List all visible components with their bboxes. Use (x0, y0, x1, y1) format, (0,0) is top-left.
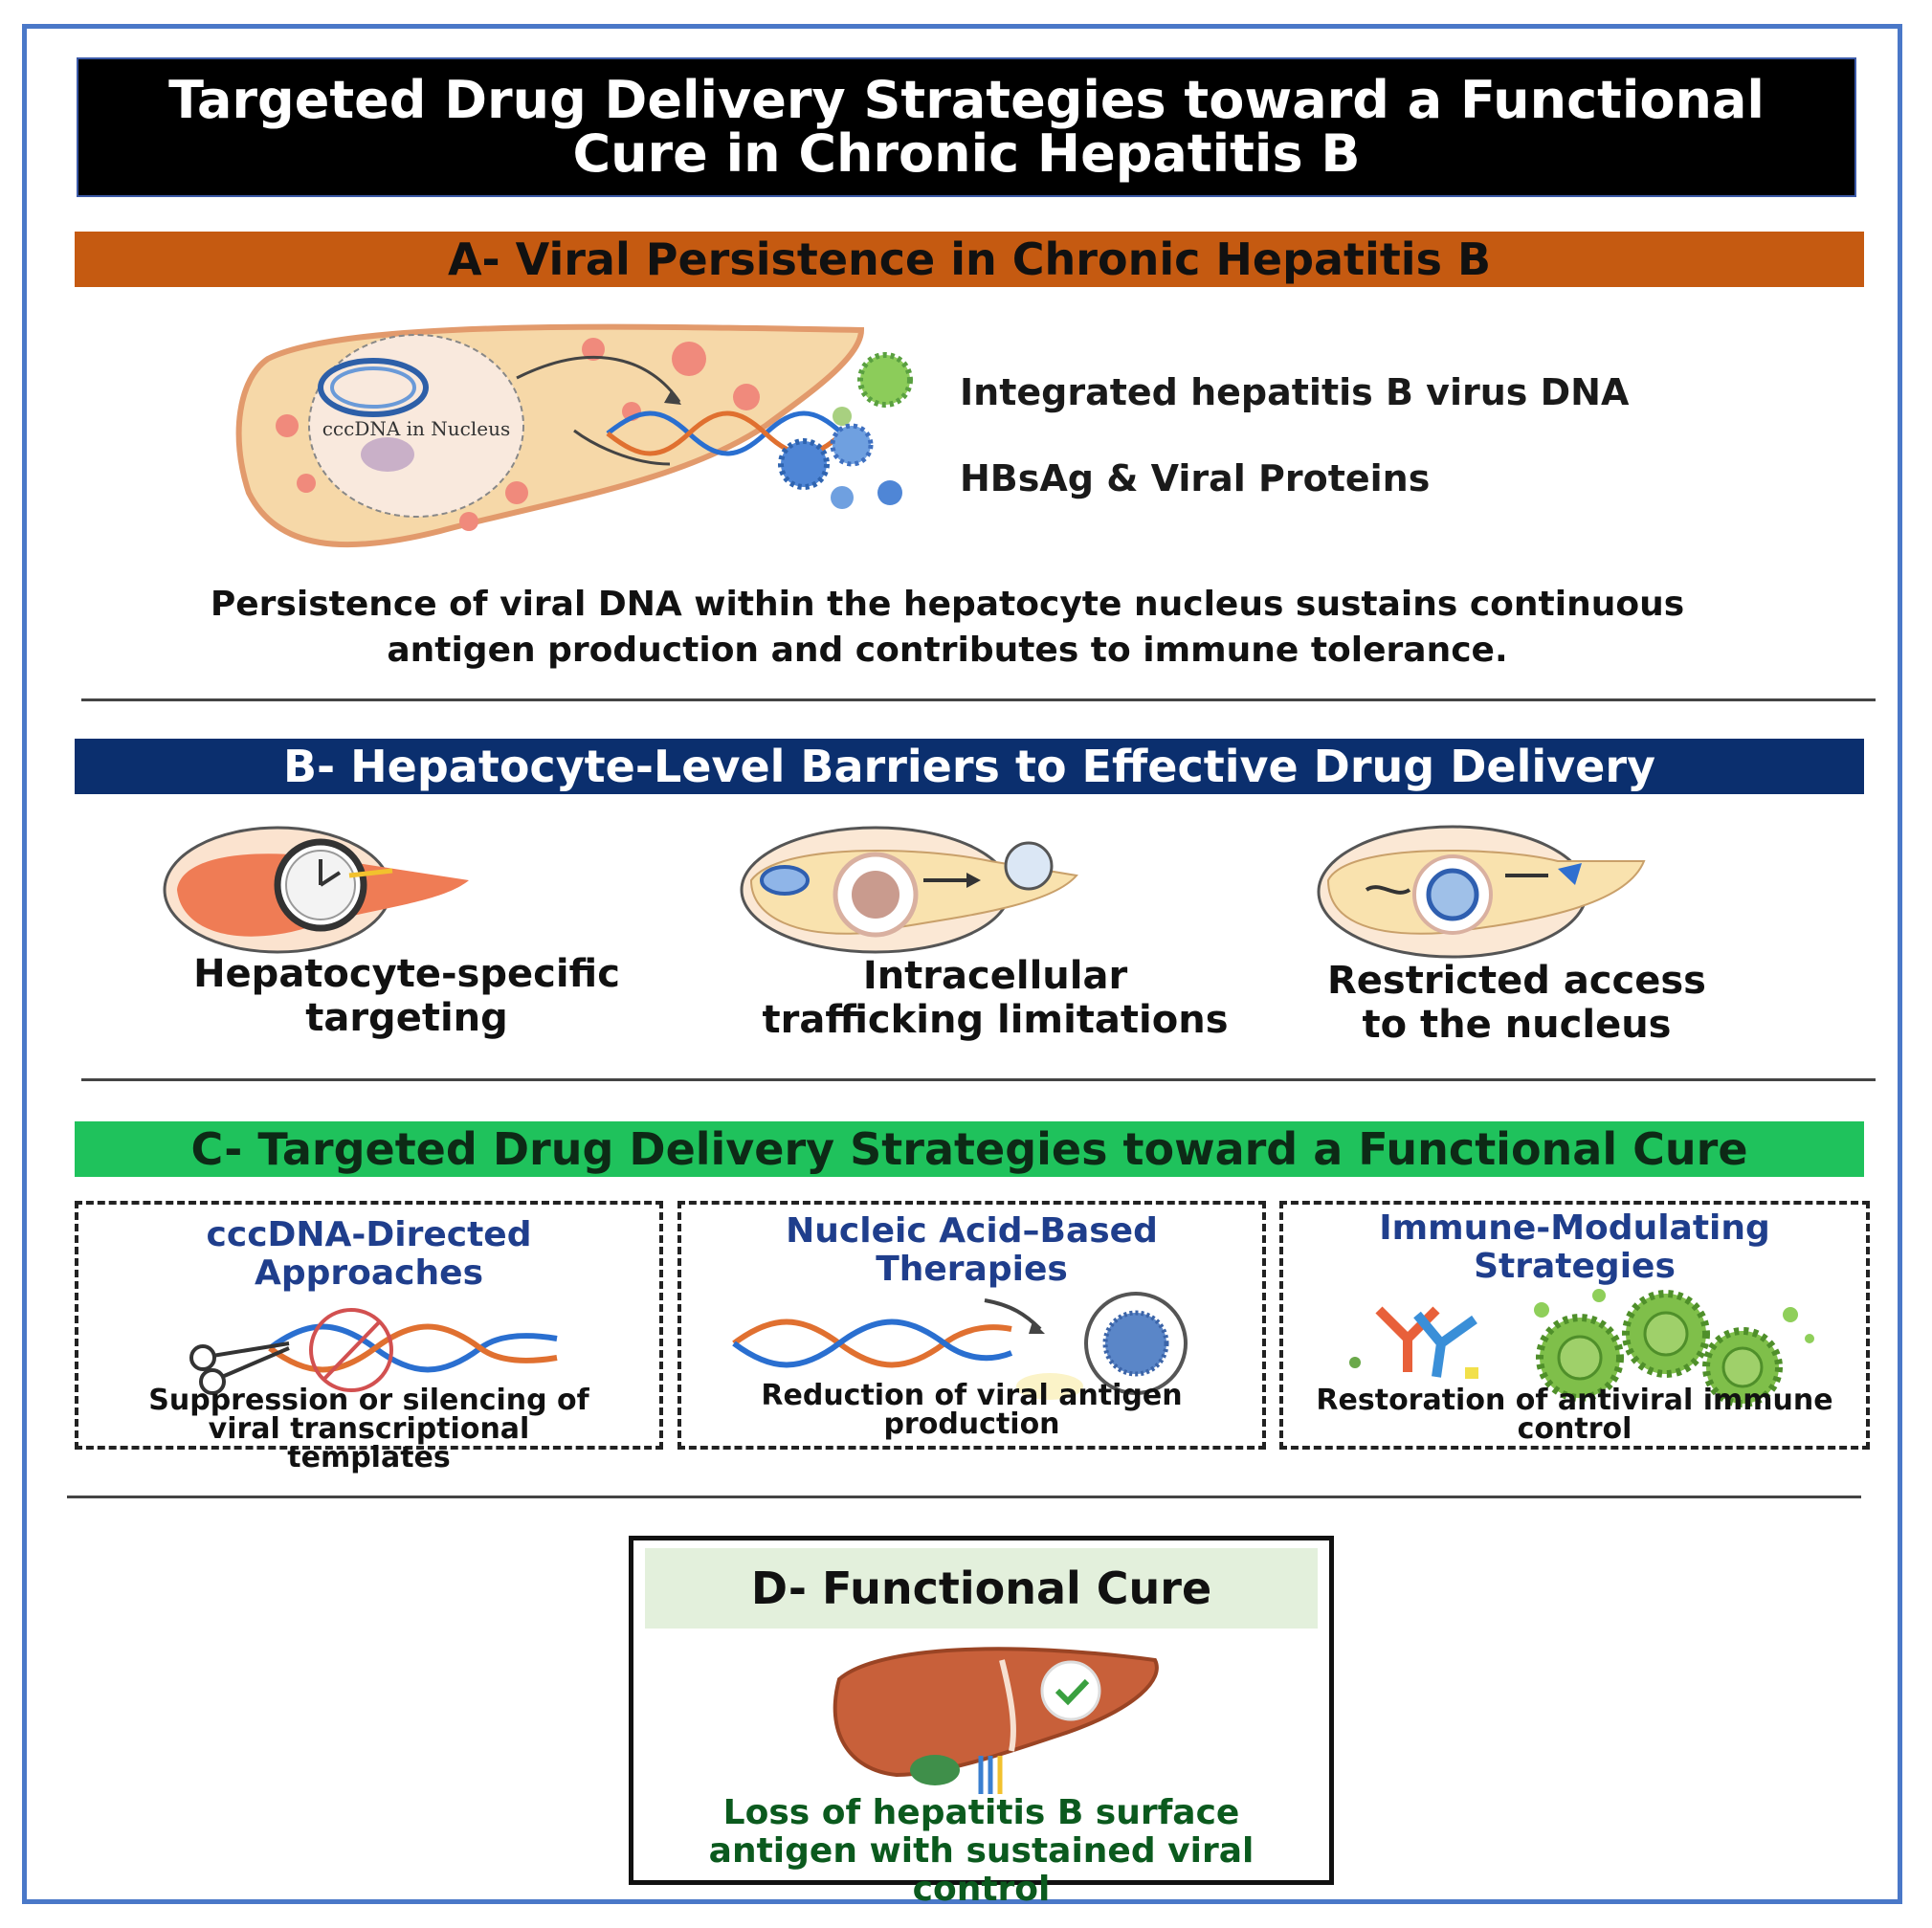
barrier-label-trafficking: Intracellular trafficking limitations (762, 954, 1229, 1042)
arrow-back (573, 429, 671, 466)
strategy-caption: Reduction of viral antigen production (761, 1379, 1183, 1441)
strategy-caption: Restoration of antiviral immune control (1316, 1384, 1833, 1446)
liver-spot (505, 481, 528, 504)
rna-particle-icon (732, 1292, 1188, 1400)
liver-nucleus-illustration: cccDNA in Nucleus (235, 323, 913, 548)
figure-title-text: Targeted Drug Delivery Strategies toward… (168, 70, 1765, 184)
section-a-heading: A- Viral Persistence in Chronic Hepatiti… (75, 232, 1864, 287)
clock-liver-icon (163, 826, 469, 954)
cell-trafficking-icon (740, 826, 1078, 954)
cccdna-ring (330, 366, 416, 409)
strategy-caption: Suppression or silencing of viral transc… (148, 1384, 589, 1474)
cccdna-ring (318, 358, 429, 417)
virus-particle (830, 423, 874, 467)
strategy-box-cccdna: cccDNA-Directed Approaches Suppression o… (75, 1201, 663, 1473)
arrow-head (664, 389, 681, 405)
antibody-immune-cells-icon (1349, 1289, 1814, 1407)
barrier-label-targeting: Hepatocyte-specific targeting (193, 952, 620, 1040)
barrier-label-nucleus: Restricted access to the nucleus (1327, 959, 1706, 1047)
liver-spot (672, 342, 706, 376)
strategy-title: cccDNA-Directed Approaches (206, 1215, 532, 1293)
nucleolus (361, 437, 414, 472)
hbsag-label: HBsAg & Viral Proteins (960, 457, 1431, 499)
divider (81, 1078, 1876, 1081)
section-b-heading: B- Hepatocyte-Level Barriers to Effectiv… (75, 739, 1864, 794)
liver-spot (297, 474, 316, 493)
liver-spot (733, 384, 760, 410)
liver-spot (459, 512, 478, 531)
liver-spot (276, 414, 299, 437)
strategy-box-immune: Immune-Modulating Strategies Restoration… (1279, 1201, 1870, 1450)
nucleus-circle (308, 334, 524, 518)
virus-particle (833, 407, 852, 426)
arrow-to-dna (516, 356, 681, 403)
virus-particle (831, 486, 854, 509)
nucleus-label: cccDNA in Nucleus (322, 417, 511, 440)
strategy-title: Nucleic Acid–Based Therapies (786, 1211, 1158, 1289)
nucleus-access-icon (1317, 825, 1646, 959)
divider (81, 698, 1876, 701)
section-d-caption: Loss of hepatitis B surface antigen with… (708, 1793, 1255, 1909)
section-c-heading: C- Targeted Drug Delivery Strategies tow… (75, 1121, 1864, 1177)
virus-particle (857, 352, 913, 408)
integrated-dna-label: Integrated hepatitis B virus DNA (960, 371, 1630, 413)
section-a-description: Persistence of viral DNA within the hepa… (210, 585, 1685, 670)
strategy-box-nucleic-acid: Nucleic Acid–Based Therapies Reduction o… (677, 1201, 1266, 1450)
scissors-dna-icon (189, 1308, 558, 1395)
functional-cure-box: D- Functional Cure Loss of hepatitis B s… (629, 1536, 1334, 1909)
strategy-title: Immune-Modulating Strategies (1379, 1208, 1770, 1286)
healthy-liver-icon (833, 1647, 1159, 1794)
virus-particle (877, 480, 902, 505)
dna-strand (606, 410, 844, 456)
figure-title: Targeted Drug Delivery Strategies toward… (77, 57, 1856, 197)
virus-particle (778, 438, 830, 490)
liver-spot (582, 338, 605, 361)
section-d-heading: D- Functional Cure (645, 1548, 1318, 1629)
divider (67, 1496, 1861, 1498)
